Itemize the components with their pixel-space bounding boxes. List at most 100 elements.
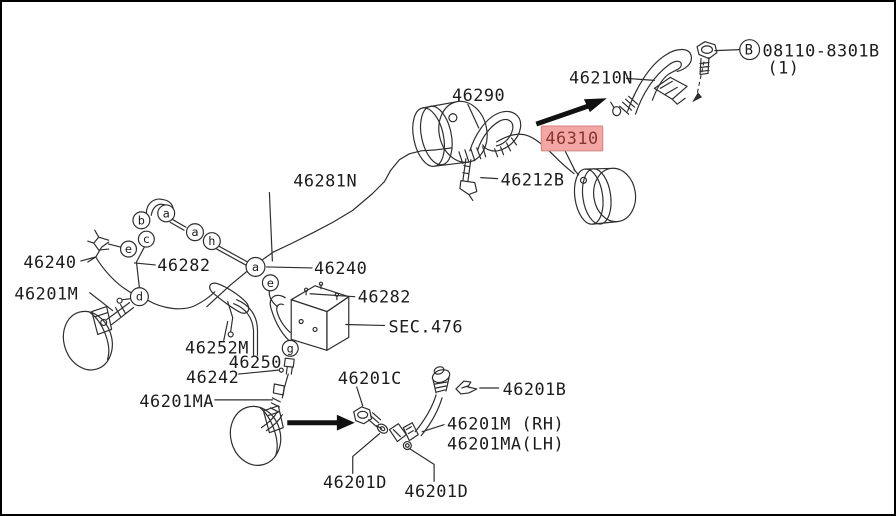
horn-tail-end <box>227 331 234 338</box>
junction-dot <box>278 367 284 373</box>
bolt-head <box>696 41 718 60</box>
part-label-46282-left: 46282 <box>157 255 210 275</box>
tube-46250 <box>233 299 259 356</box>
leader-hose-rh-lh <box>421 424 445 433</box>
cluster-outline <box>87 241 137 297</box>
bolt-head-top <box>700 45 714 54</box>
left-cluster-art <box>80 198 313 310</box>
leader-46201M <box>89 292 114 312</box>
washer-right-inner <box>404 443 410 448</box>
callout-letter-h: h <box>208 234 215 248</box>
box-bolt-2 <box>318 281 324 286</box>
hose-bracket <box>653 76 688 105</box>
leader-46282-left <box>133 262 156 266</box>
part-label-46240-left: 46240 <box>23 252 76 272</box>
valve-nub <box>448 113 458 123</box>
callout-circle-d <box>129 287 149 307</box>
part-label-46310[interactable]: 46310 <box>545 128 598 148</box>
pipe-h-a <box>216 245 249 266</box>
box-left-bracket <box>269 294 293 344</box>
hose-outer <box>627 48 692 112</box>
bolt-ref-art <box>692 39 761 103</box>
arrow-top-shaft <box>535 103 589 127</box>
leader-46252M <box>223 320 229 341</box>
part-label-46201MA: 46201MA <box>139 391 214 411</box>
washer-left-outer <box>376 423 389 434</box>
front-shield-left <box>62 310 113 371</box>
pipe-clip-dot <box>116 297 123 304</box>
connector-base <box>459 180 478 202</box>
box-top <box>290 285 350 313</box>
part-label-bolt-qty: (1) <box>768 57 800 77</box>
part-label-sec476: SEC.476 <box>388 316 463 336</box>
shield-oval <box>62 310 113 371</box>
box-port-2 <box>312 326 318 333</box>
callout-circle-e1 <box>119 240 138 258</box>
front-hose-assembly-art <box>352 366 500 482</box>
horn-body <box>209 282 250 314</box>
hose-fitting-ribbed <box>402 422 419 442</box>
banjo-ring <box>431 369 451 384</box>
valve-body-lines <box>421 101 470 167</box>
callout-circle-a2 <box>185 223 205 242</box>
callout-letter-a2: a <box>191 225 198 239</box>
fork-fitting <box>87 229 122 251</box>
hose-46201M <box>106 302 135 326</box>
part-label-46240-mid: 46240 <box>314 258 367 278</box>
part-label-46201D-left: 46201D <box>323 472 387 492</box>
drum-body-lines <box>584 167 617 225</box>
callout-letter-c: c <box>143 232 150 246</box>
callout-circle-a3 <box>245 256 266 277</box>
shield-bracket <box>91 306 113 335</box>
rear-drum-art <box>573 167 637 225</box>
callout-circles: b a a h c e d a e g <box>119 204 299 357</box>
valve-hose-loop-inner <box>477 118 514 151</box>
horn-tail <box>227 301 234 333</box>
callout-circle-a1 <box>157 204 176 223</box>
clip-46201B-shape <box>455 380 478 395</box>
callout-letter-d: d <box>136 290 143 304</box>
banjo-top <box>433 366 445 375</box>
bolt-shank <box>699 56 710 76</box>
hose-46201MA-art <box>214 383 285 466</box>
highlighted-part-label[interactable]: 46310 <box>540 125 604 172</box>
part-label-46250: 46250 <box>229 352 282 372</box>
pipe-c-d <box>135 246 145 289</box>
hose-leader <box>626 77 655 81</box>
leader-46240-mid <box>265 266 313 269</box>
bolt-46201C-top <box>357 410 369 419</box>
leader-46201C <box>356 386 364 407</box>
washer-left-inner <box>379 426 386 432</box>
connector-46212B-art <box>459 158 499 202</box>
drum-fitting <box>579 176 588 184</box>
washer-right-outer <box>402 440 412 451</box>
direction-arrow-bottom <box>287 414 355 431</box>
part-label-46282-mid: 46282 <box>358 287 411 307</box>
valve-loop-ribs <box>494 137 518 158</box>
callout-circle-e2 <box>261 274 279 292</box>
washer-left-art <box>376 423 389 434</box>
callout-letter-e2: e <box>267 276 274 290</box>
part-label-46201M-left: 46201M <box>14 284 78 304</box>
pipe-d-left <box>121 298 132 301</box>
part-label-46201MA-LH: 46201MA(LH) <box>447 434 564 454</box>
arrow-top-head <box>583 98 607 113</box>
junction-46252M-art <box>209 282 250 341</box>
connector-prongs <box>462 158 472 183</box>
part-label-46281N: 46281N <box>293 171 357 191</box>
pipe-d-right <box>147 291 216 310</box>
part-label-46290: 46290 <box>452 85 505 105</box>
arrow-bottom-head <box>336 414 355 431</box>
main-pipe-line <box>206 147 453 308</box>
box-bolt-3 <box>334 292 340 297</box>
part-label-bolt-ref: 08110-8301B <box>763 41 880 61</box>
part-label-46201C: 46201C <box>338 368 402 388</box>
callout-letter-b: b <box>138 213 145 227</box>
bolt-46201C-threads <box>368 412 383 430</box>
sec476-box-art <box>269 281 386 351</box>
shield-bracket-2 <box>262 405 284 434</box>
highlight-box[interactable] <box>540 125 604 152</box>
box-bolt-1 <box>303 287 309 292</box>
